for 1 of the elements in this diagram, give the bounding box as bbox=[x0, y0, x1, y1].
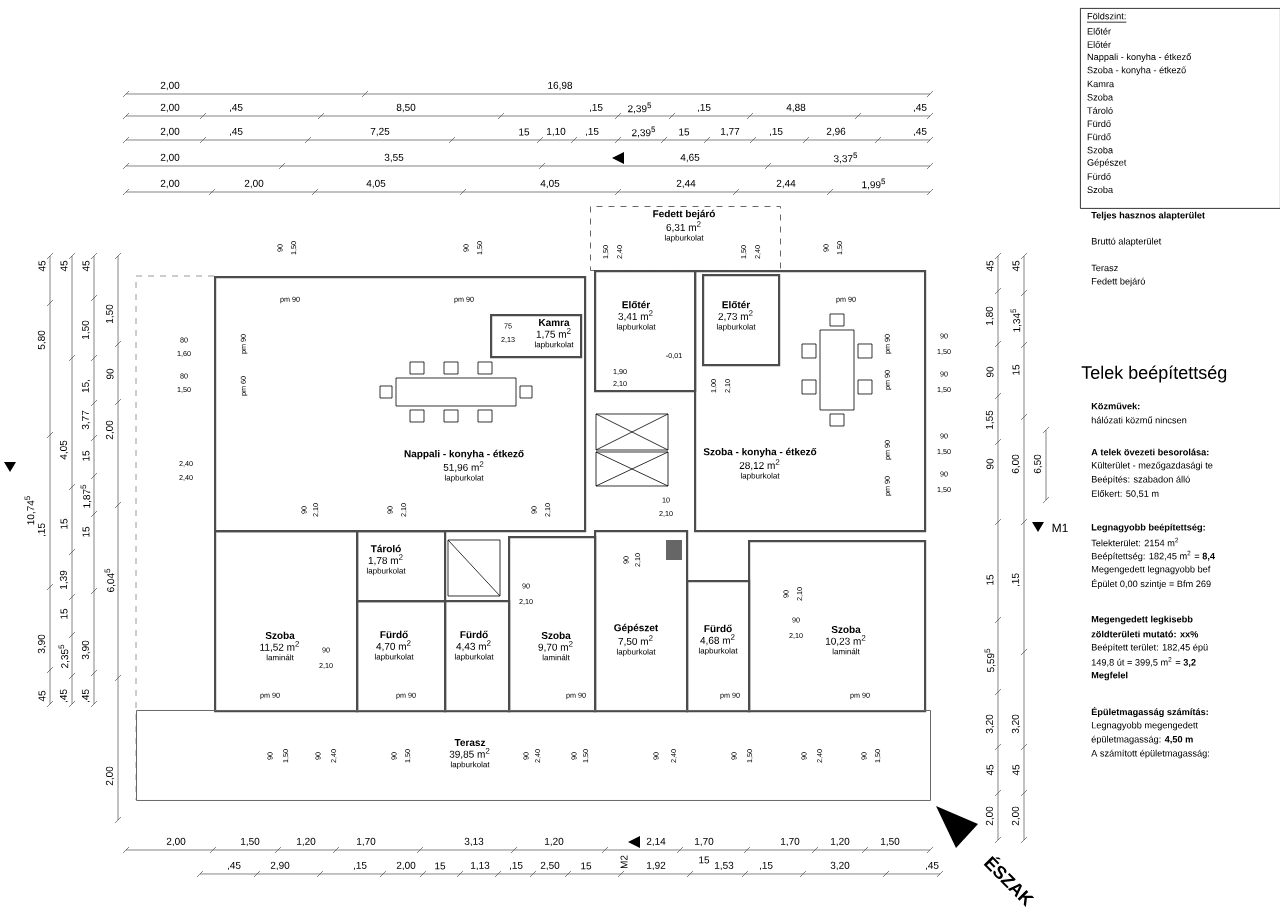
section-title: Telek beépítettség bbox=[1081, 365, 1227, 383]
